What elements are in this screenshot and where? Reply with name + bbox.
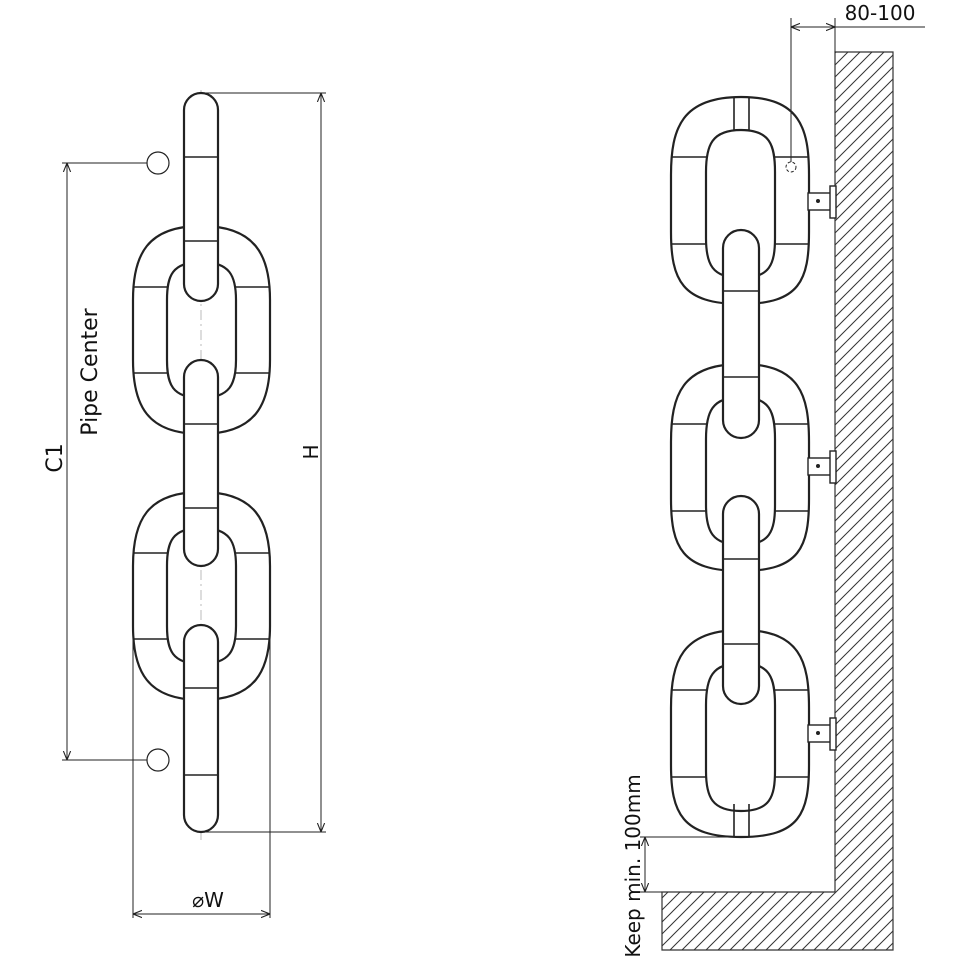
front-edge-link-middle <box>182 358 220 568</box>
c1-label: C1 <box>43 443 68 472</box>
height-label: H <box>299 444 323 459</box>
side-oval-link-bottom <box>669 628 811 839</box>
side-view: 80-100 Keep min. 100mm <box>621 1 925 958</box>
side-edge-link-upper <box>721 228 761 440</box>
side-edge-link-lower <box>721 494 761 706</box>
pipe-center-label: Pipe Center <box>78 307 103 435</box>
width-label: ⌀W <box>192 888 224 912</box>
pipe-connection-top-icon <box>146 151 170 175</box>
side-oval-link-top <box>669 95 811 306</box>
height-dimension <box>201 92 326 833</box>
front-view: C1 Pipe Center H ⌀W <box>43 90 326 918</box>
floor-clearance-label: Keep min. 100mm <box>621 774 645 957</box>
wall-bracket-middle-icon <box>807 450 837 484</box>
front-edge-link-bottom <box>182 623 220 834</box>
c1-dimension <box>62 162 147 761</box>
width-dimension <box>132 640 271 918</box>
front-edge-link-top <box>182 91 220 303</box>
floor-clearance-dimension <box>640 836 741 893</box>
wall-bracket-top-icon <box>807 185 837 219</box>
pipe-connection-bottom-icon <box>146 748 170 772</box>
wall-distance-label: 80-100 <box>845 1 916 25</box>
wall-bracket-bottom-icon <box>807 717 837 751</box>
wall-distance-dimension <box>790 18 925 162</box>
